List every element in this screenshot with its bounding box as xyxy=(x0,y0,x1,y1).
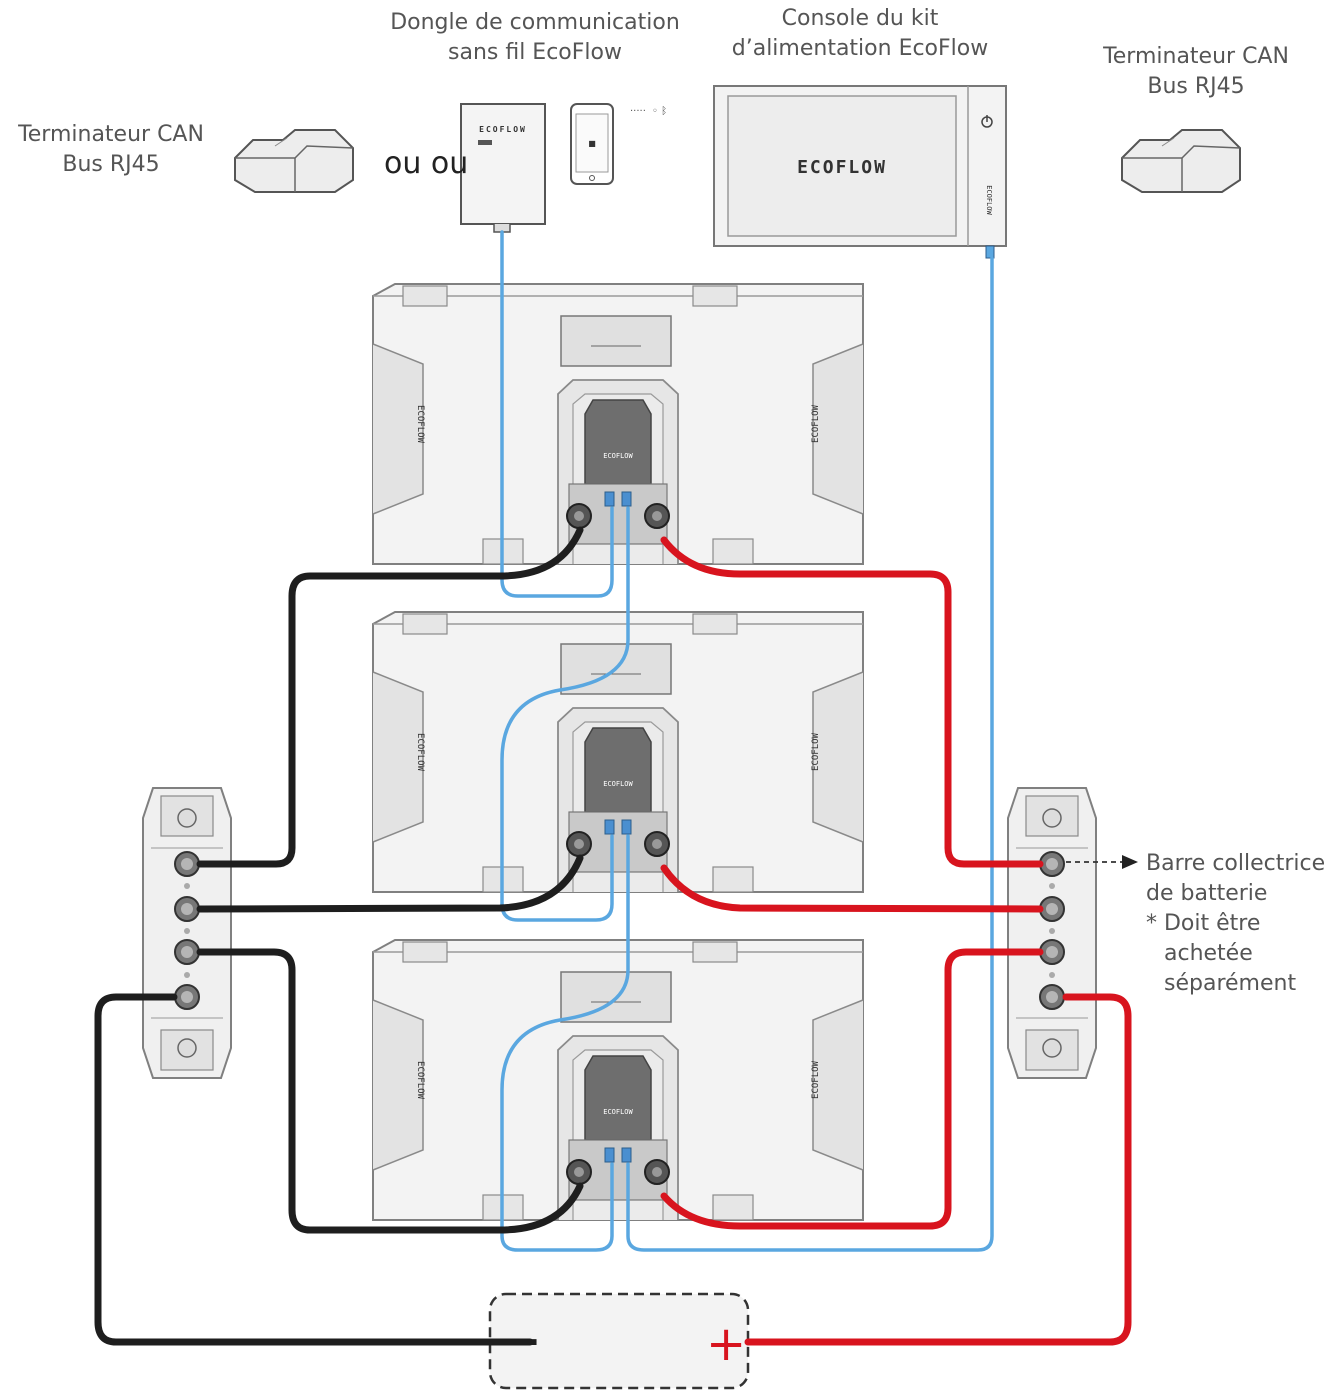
negative-cables xyxy=(94,526,584,1346)
busbar-left xyxy=(142,787,232,1079)
wireless-dongle-icon: ECOFLOW xyxy=(460,103,546,233)
console-label: Console du kit d’alimentation EcoFlow xyxy=(731,6,989,61)
busbar-label: Barre collectrice de batterie xyxy=(1146,851,1326,906)
busbar-right xyxy=(1007,787,1097,1079)
busbar-note: * Doit être achetée séparément xyxy=(1146,911,1297,996)
svg-text:ECOFLOW: ECOFLOW xyxy=(797,157,887,178)
can-terminator-icon xyxy=(234,129,354,193)
svg-text:ECOFLOW: ECOFLOW xyxy=(985,185,993,215)
can-bus-cables xyxy=(500,230,994,1252)
terminator-left-label: Terminateur CAN Bus RJ45 xyxy=(18,122,204,177)
svg-text:◦ ᛒ: ◦ ᛒ xyxy=(652,106,667,117)
or-text: ou ou xyxy=(384,146,469,181)
power-icon xyxy=(981,115,993,128)
battery-1 xyxy=(372,283,864,565)
load-icon: – + xyxy=(488,1292,750,1390)
terminator-right-label: Terminateur CAN Bus RJ45 xyxy=(1103,44,1289,99)
svg-text:■: ■ xyxy=(588,139,596,148)
positive-cables xyxy=(660,536,1132,1346)
busbar-pointer-arrow xyxy=(1066,855,1138,869)
svg-text:+: + xyxy=(706,1316,746,1372)
can-terminator-icon xyxy=(1121,129,1241,193)
svg-text:·····: ····· xyxy=(630,106,646,117)
svg-text:ECOFLOW: ECOFLOW xyxy=(479,125,527,134)
power-kit-console: ECOFLOW ECOFLOW xyxy=(713,85,1007,259)
smartphone-icon: ■ ····· ◦ ᛒ xyxy=(570,103,667,185)
battery-2 xyxy=(372,611,864,893)
battery-3 xyxy=(372,939,864,1221)
dongle-label: Dongle de communication sans fil EcoFlow xyxy=(390,10,680,65)
